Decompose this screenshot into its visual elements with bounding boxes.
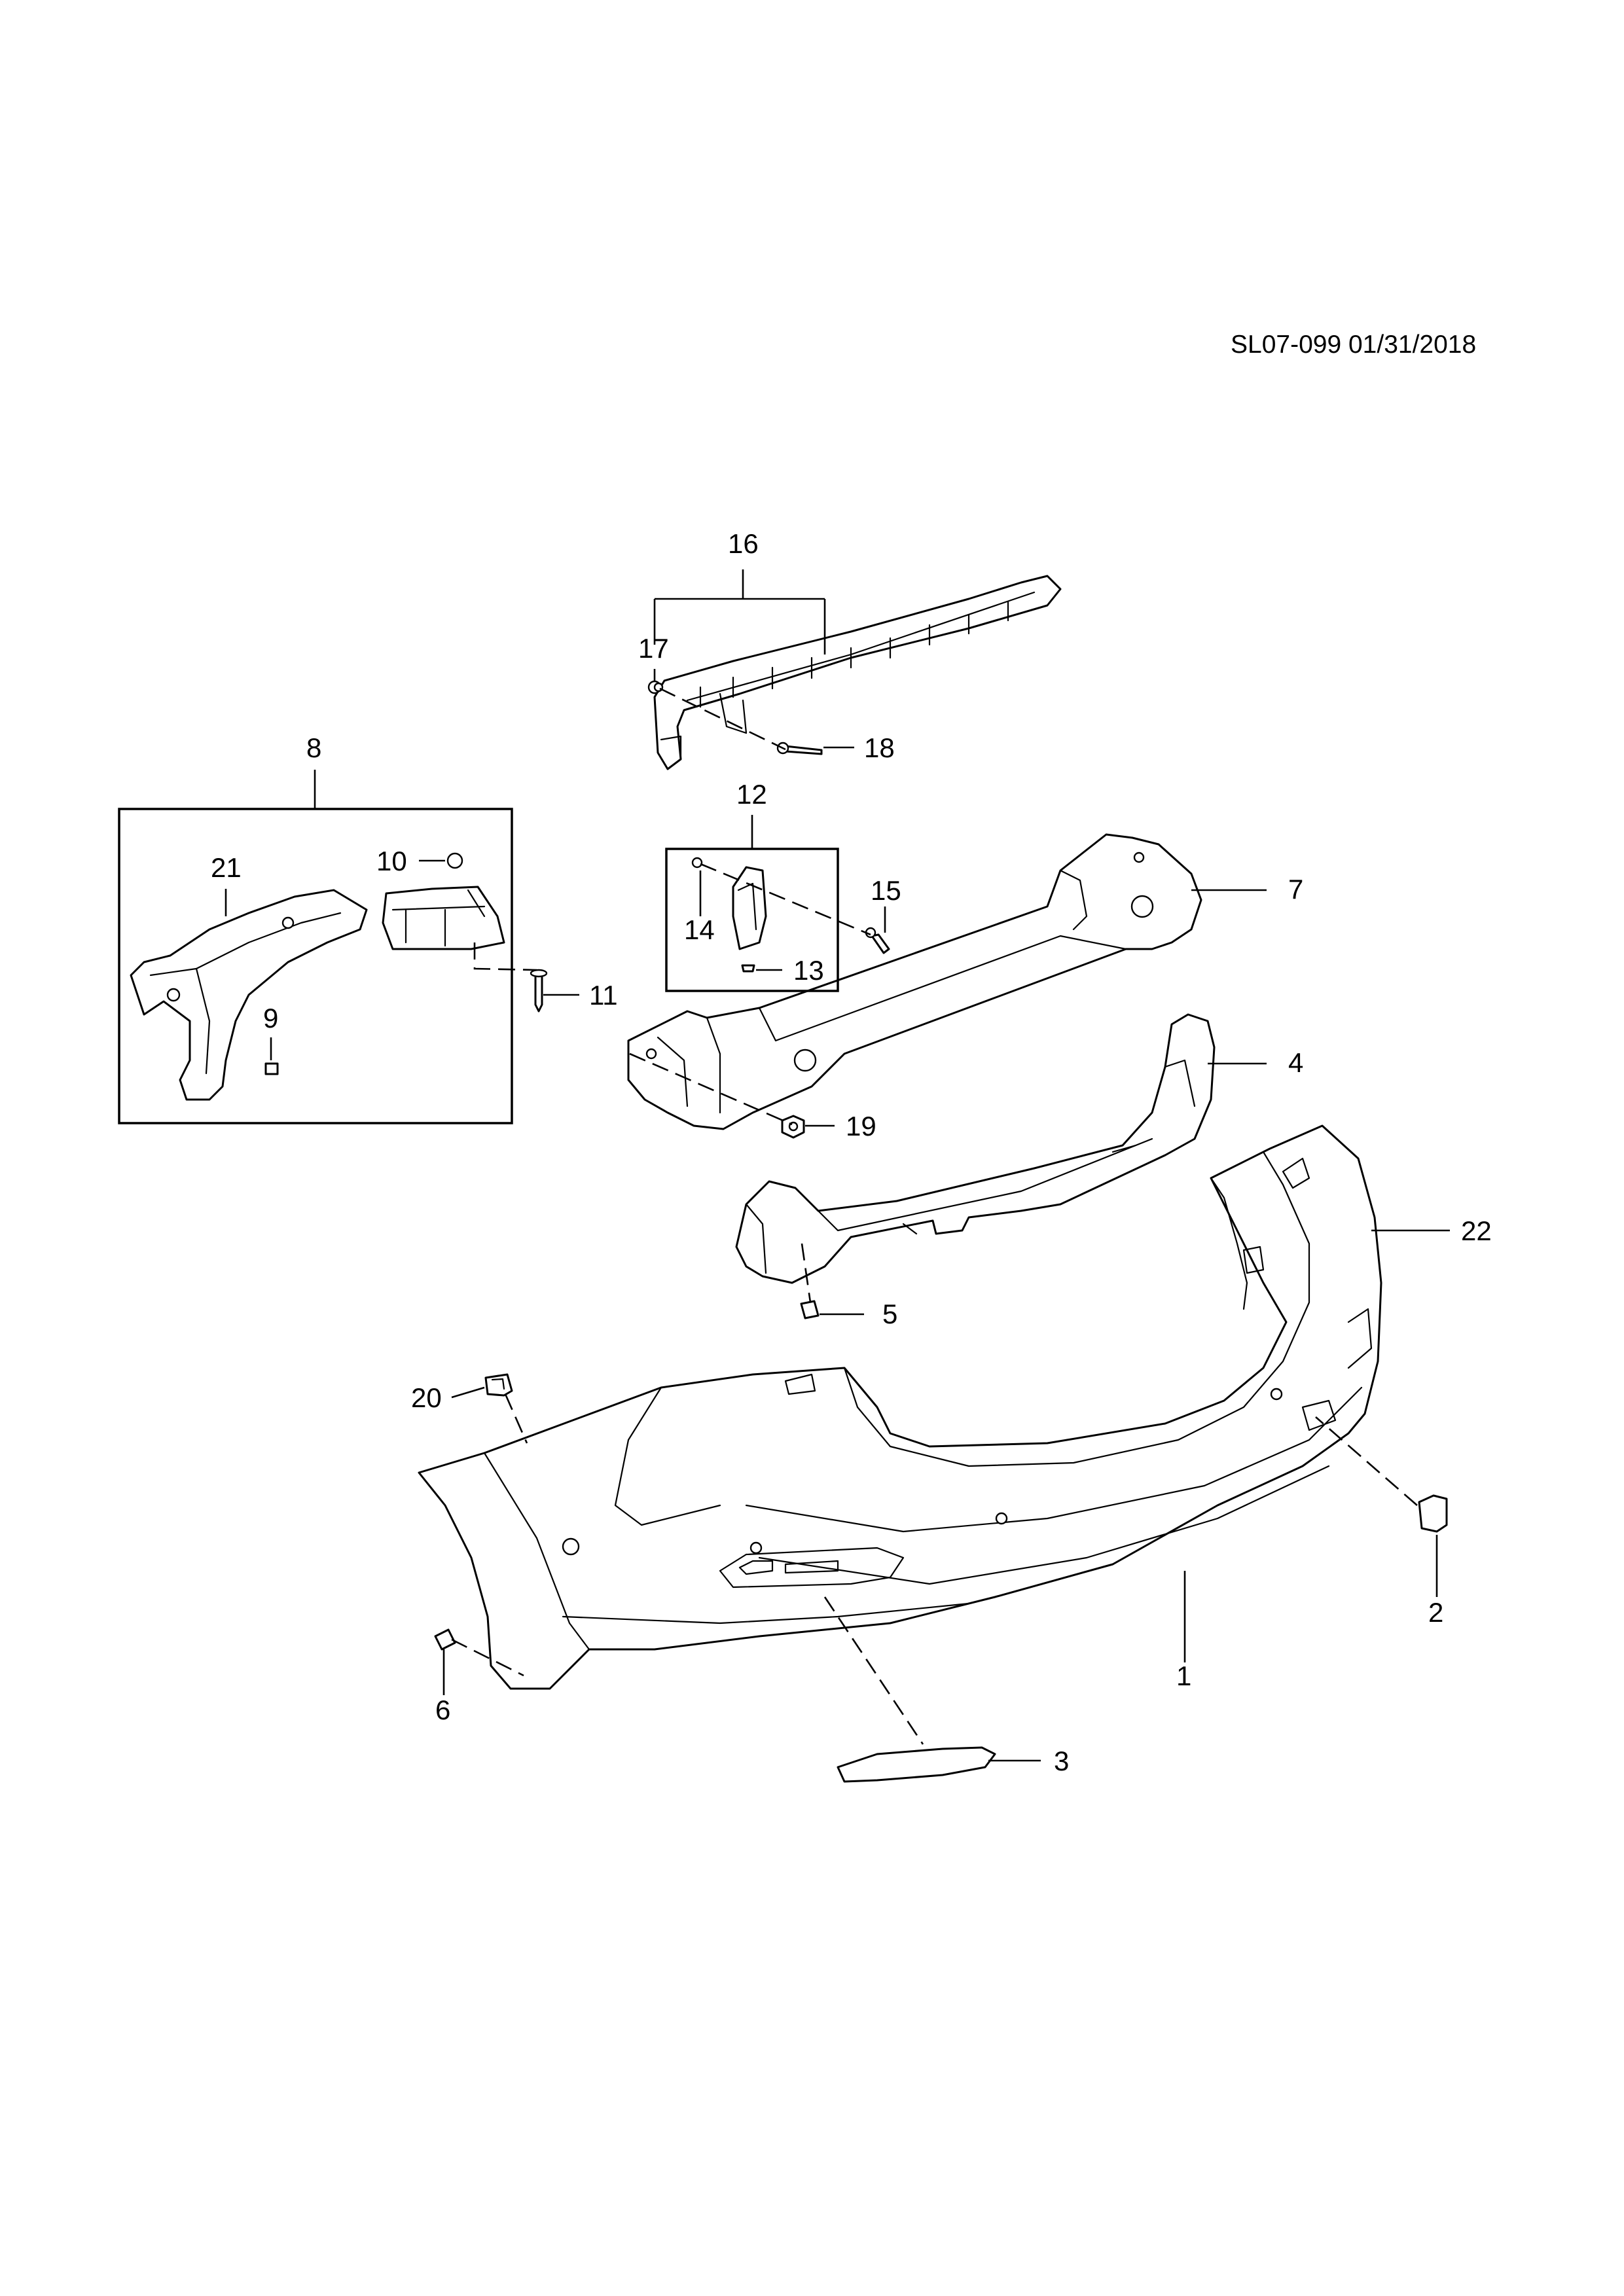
part-upper-guide-rail bbox=[647, 575, 1062, 770]
assembly-line-12 bbox=[700, 863, 871, 936]
part-bumper-fascia bbox=[418, 1124, 1382, 1690]
callout-17: 17 bbox=[638, 633, 669, 664]
callout-10: 10 bbox=[376, 846, 407, 876]
part-clip-6 bbox=[434, 1628, 456, 1651]
part-pin bbox=[691, 857, 703, 869]
part-bolt-18 bbox=[776, 742, 823, 755]
part-screw-15 bbox=[865, 927, 890, 954]
callout-numbers: 16 17 18 8 12 10 21 15 7 14 13 11 9 4 19… bbox=[211, 528, 1492, 1776]
callout-12: 12 bbox=[736, 779, 767, 810]
leader-16 bbox=[653, 569, 826, 655]
part-screw-11 bbox=[530, 969, 548, 1013]
part-clip-10 bbox=[446, 852, 463, 869]
callout-15: 15 bbox=[871, 875, 901, 906]
callout-21: 21 bbox=[211, 852, 242, 883]
assembly-line-6 bbox=[451, 1638, 524, 1677]
part-lower-reflector bbox=[837, 1746, 996, 1783]
callout-20: 20 bbox=[411, 1382, 442, 1413]
part-fastener-13 bbox=[741, 964, 755, 973]
part-fastener-5 bbox=[800, 1300, 820, 1319]
part-nut-19 bbox=[781, 1115, 805, 1139]
callout-22: 22 bbox=[1461, 1215, 1492, 1246]
callout-2: 2 bbox=[1428, 1597, 1443, 1628]
callout-3: 3 bbox=[1054, 1746, 1069, 1776]
part-clip-20 bbox=[484, 1373, 513, 1397]
callout-11: 11 bbox=[589, 980, 618, 1011]
part-side-bracket-left bbox=[130, 889, 368, 1101]
callout-6: 6 bbox=[435, 1695, 450, 1725]
assembly-line-2 bbox=[1315, 1416, 1418, 1506]
callout-8: 8 bbox=[306, 732, 321, 763]
callout-19: 19 bbox=[846, 1111, 876, 1141]
callout-1: 1 bbox=[1176, 1660, 1191, 1691]
part-side-bracket-right bbox=[382, 886, 505, 950]
callout-4: 4 bbox=[1288, 1047, 1303, 1078]
assembly-line-16 bbox=[659, 687, 786, 751]
callout-16: 16 bbox=[728, 528, 759, 559]
callout-5: 5 bbox=[882, 1299, 897, 1329]
part-bumper-reinforcement-beam bbox=[627, 833, 1202, 1130]
assembly-line-4 bbox=[801, 1243, 812, 1303]
assembly-line-20 bbox=[504, 1393, 528, 1444]
assembly-line-11 bbox=[473, 942, 537, 971]
callout-13: 13 bbox=[793, 955, 824, 986]
document-reference: SL07-099 01/31/2018 bbox=[1231, 331, 1477, 359]
callout-14: 14 bbox=[684, 914, 715, 945]
callout-7: 7 bbox=[1288, 874, 1303, 905]
part-cap-2 bbox=[1418, 1494, 1448, 1533]
assembly-line-7 bbox=[629, 1052, 793, 1126]
callout-9: 9 bbox=[263, 1003, 278, 1033]
leader-20 bbox=[451, 1386, 485, 1399]
part-energy-absorber bbox=[735, 1013, 1216, 1284]
callout-18: 18 bbox=[864, 732, 895, 763]
assembly-line-3 bbox=[823, 1596, 924, 1745]
part-nut-9 bbox=[264, 1062, 279, 1075]
